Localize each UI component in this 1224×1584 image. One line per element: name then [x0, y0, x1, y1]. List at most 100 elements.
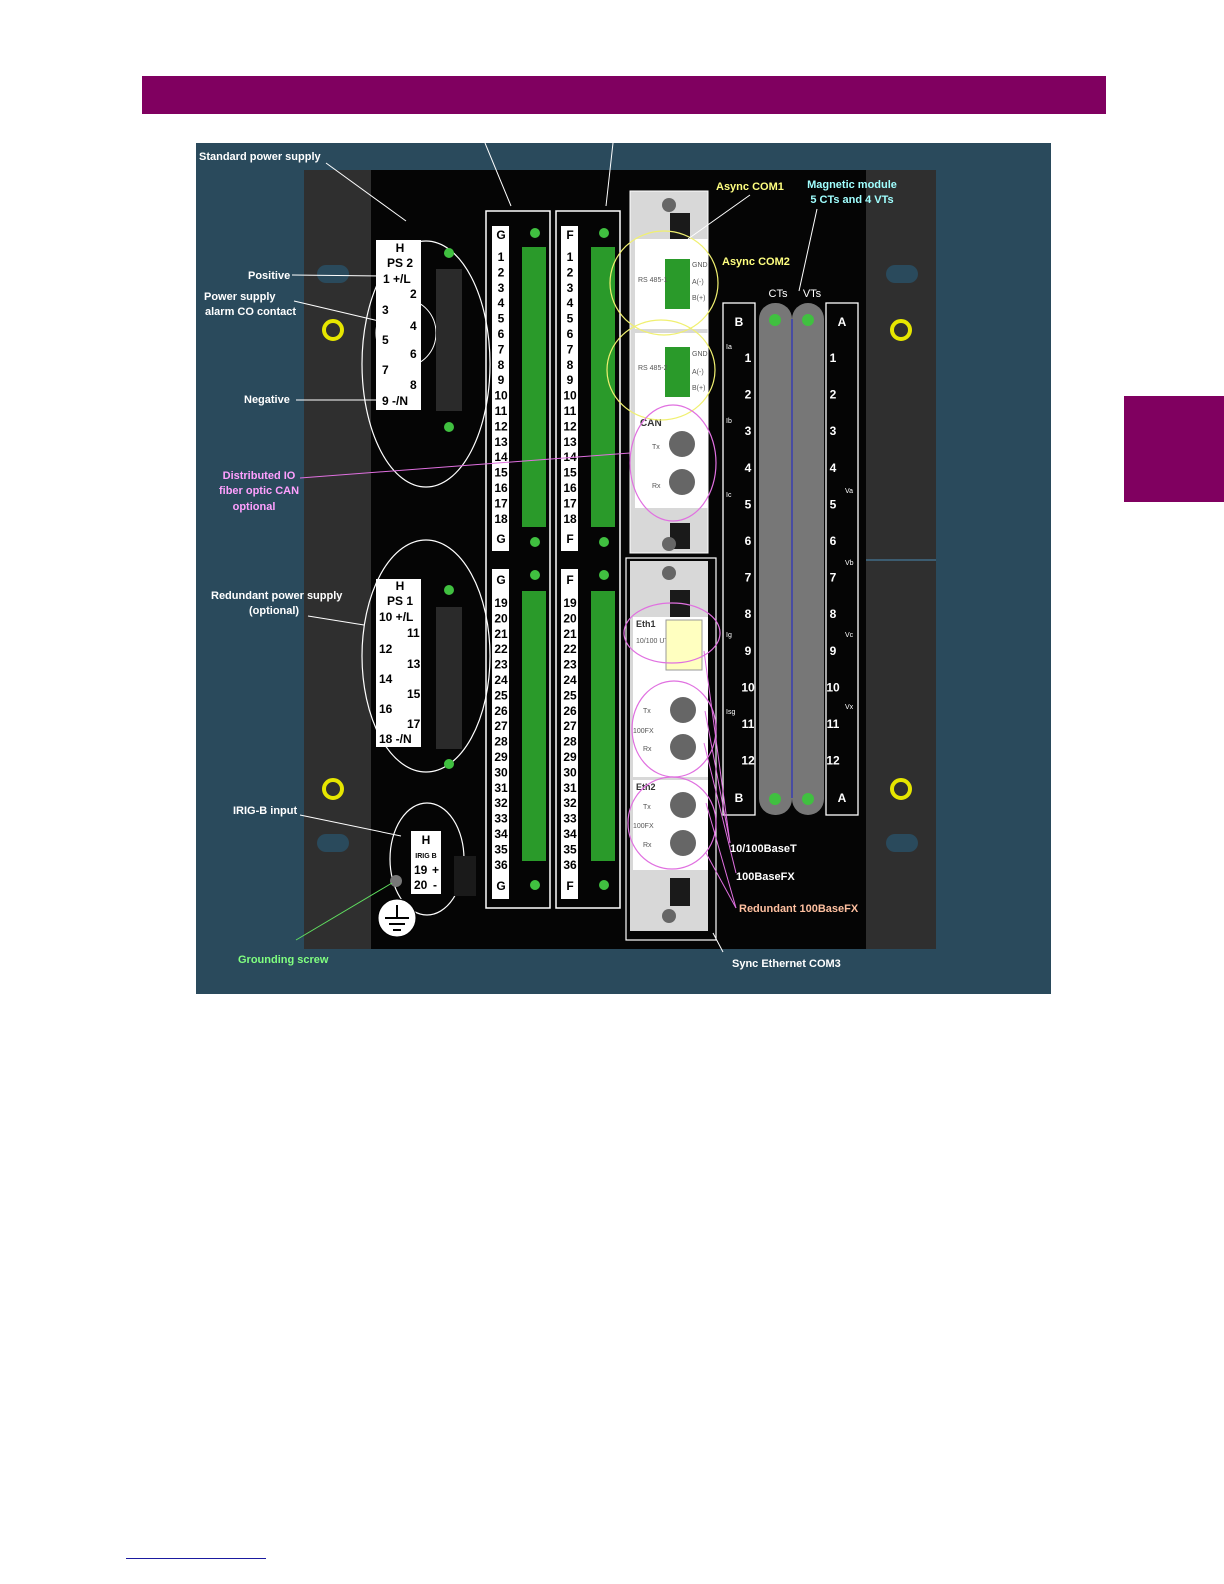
block-f-terminal-12: 12: [563, 419, 577, 433]
irig-term-plus: +: [432, 863, 439, 877]
block-g-terminal-7: 7: [498, 342, 505, 356]
mag-b-terminal-9: 9: [745, 644, 752, 658]
mag-b-terminal-10: 10: [741, 680, 755, 694]
block-f-terminal-15: 15: [563, 466, 577, 480]
block-f-terminal-18: 18: [563, 512, 577, 526]
block-f-terminal-29: 29: [563, 750, 577, 764]
block-f-terminal-34: 34: [563, 827, 577, 841]
block-f-terminal-4: 4: [567, 296, 574, 310]
magnetic-label-2: 5 CTs and 4 VTs: [810, 194, 893, 206]
block-g-terminal-2: 2: [498, 265, 505, 279]
block-g-terminal-21: 21: [494, 627, 508, 641]
mag-a-terminal-6: 6: [830, 534, 837, 548]
mag-b-terminal-5: 5: [745, 497, 752, 511]
ct-label-ia: Ia: [726, 344, 732, 351]
ethernet-module: Eth1 10/100 UTP Tx 100FX Rx Eth2 Tx 100F…: [625, 557, 717, 941]
block-f-terminal-5: 5: [567, 312, 574, 326]
block-g-terminal-35: 35: [494, 842, 508, 856]
irig-connector: [454, 856, 476, 896]
block-g-terminal-19: 19: [494, 596, 508, 610]
mag-a-terminal-12: 12: [826, 754, 840, 768]
ps2-term-2: 2: [410, 287, 417, 301]
block-g-terminal-11: 11: [495, 404, 508, 418]
ps1-term-17: 17: [407, 717, 421, 731]
block-g-terminal-16: 16: [494, 481, 508, 495]
can-label: CAN: [640, 418, 662, 429]
block-g-terminal-26: 26: [494, 704, 508, 718]
pin-b-1: B(+): [692, 295, 705, 302]
ps1-term-15: 15: [407, 687, 421, 701]
block-f-terminal-30: 30: [563, 765, 577, 779]
ps1-term-14: 14: [379, 672, 393, 686]
async-comm-module: RS 485-1 RS 485-2 GND A(-) B(+) GND A(-)…: [629, 190, 709, 554]
block-f-terminal-32: 32: [563, 796, 577, 810]
pin-a-1: A(-): [692, 279, 704, 286]
block-g-terminal-33: 33: [494, 812, 508, 826]
ps2-slot: [436, 269, 462, 411]
ps2-terminal-block: H PS 2 1 +/L 2 3 4 5 6 7 8 9 -/N: [376, 240, 421, 410]
block-f-lower-letter: F: [566, 573, 573, 587]
leader-lines: [291, 143, 818, 953]
led-green: [444, 585, 454, 595]
ps2-name: PS 2: [387, 256, 413, 270]
block-g-terminal-24: 24: [494, 673, 508, 687]
block-g-terminal-31: 31: [494, 781, 508, 795]
mag-b-terminal-3: 3: [745, 424, 752, 438]
mag-b-terminal-7: 7: [745, 571, 752, 585]
fx1-tx-label: Tx: [643, 708, 651, 715]
b-top-label: B: [735, 315, 744, 329]
mag-a-terminal-8: 8: [830, 607, 837, 621]
com1-ellipse: [609, 230, 719, 336]
block-g-lower-letter: G: [496, 573, 505, 587]
block-g-terminal-28: 28: [494, 735, 508, 749]
redundant-ps-label-1: Redundant power supply: [211, 590, 343, 602]
block-g-top-letter: G: [496, 228, 505, 242]
mag-a-terminal-9: 9: [830, 644, 837, 658]
ps2-term-3: 3: [382, 303, 389, 317]
eth2-label: Eth2: [636, 782, 656, 792]
io-terminal-blocks: [485, 210, 621, 909]
block-g-terminal-1: 1: [498, 250, 505, 264]
ps2-term-8: 8: [410, 378, 417, 392]
block-f-terminal-35: 35: [563, 842, 577, 856]
mount-screw: [322, 319, 344, 341]
block-f-terminal-9: 9: [567, 373, 574, 387]
ps2-term-7: 7: [382, 363, 389, 377]
mag-a-terminal-10: 10: [826, 680, 840, 694]
irig-term-20: 20: [414, 878, 428, 892]
block-g-bottom-letter: G: [496, 879, 505, 893]
footnote-rule: [126, 1558, 266, 1559]
block-g-terminal-22: 22: [494, 642, 508, 656]
block-g-terminal-20: 20: [494, 611, 508, 625]
ps1-terminal-block: H PS 1 10 +/L 11 12 13 14 15 16 17 18 -/…: [376, 579, 421, 747]
vt-label-vb: Vb: [845, 560, 854, 567]
utp-label: 10/100 UTP: [636, 638, 674, 645]
ps1-term-11: 11: [407, 626, 420, 640]
grounding-screw-icon: [390, 875, 402, 887]
left-flange: [304, 170, 371, 949]
negative-label: Negative: [244, 394, 290, 406]
fx2-ellipse: [627, 776, 717, 870]
ps2-term-5: 5: [382, 333, 389, 347]
fx1-label: 100FX: [633, 728, 654, 735]
ps1-ellipse: [361, 539, 491, 773]
block-f-top-letter: F: [566, 228, 573, 242]
ground-symbol-icon: [377, 898, 417, 938]
can-ellipse: [629, 404, 717, 522]
vt-label-vx: Vx: [845, 704, 854, 711]
block-f-terminal-7: 7: [567, 342, 574, 356]
pink-leader-lines: [299, 452, 737, 909]
async-com1-label: Async COM1: [716, 181, 784, 193]
mount-screw: [890, 319, 912, 341]
block-f-terminal-20: 20: [563, 611, 577, 625]
ps2-term-4: 4: [410, 319, 417, 333]
block-f-terminal-19: 19: [563, 596, 577, 610]
led-green: [444, 422, 454, 432]
rear-panel-diagram: H PS 2 1 +/L 2 3 4 5 6 7 8 9 -/N H PS 1 …: [196, 143, 1051, 994]
magnetic-module: B B A A CTs VTs: [722, 288, 936, 816]
base-t-label: 10/100BaseT: [730, 843, 797, 855]
can-rx-label: Rx: [652, 483, 661, 490]
mag-a-terminal-5: 5: [830, 497, 837, 511]
ct-label-ib: Ib: [726, 418, 732, 425]
block-f-terminal-2: 2: [567, 265, 574, 279]
